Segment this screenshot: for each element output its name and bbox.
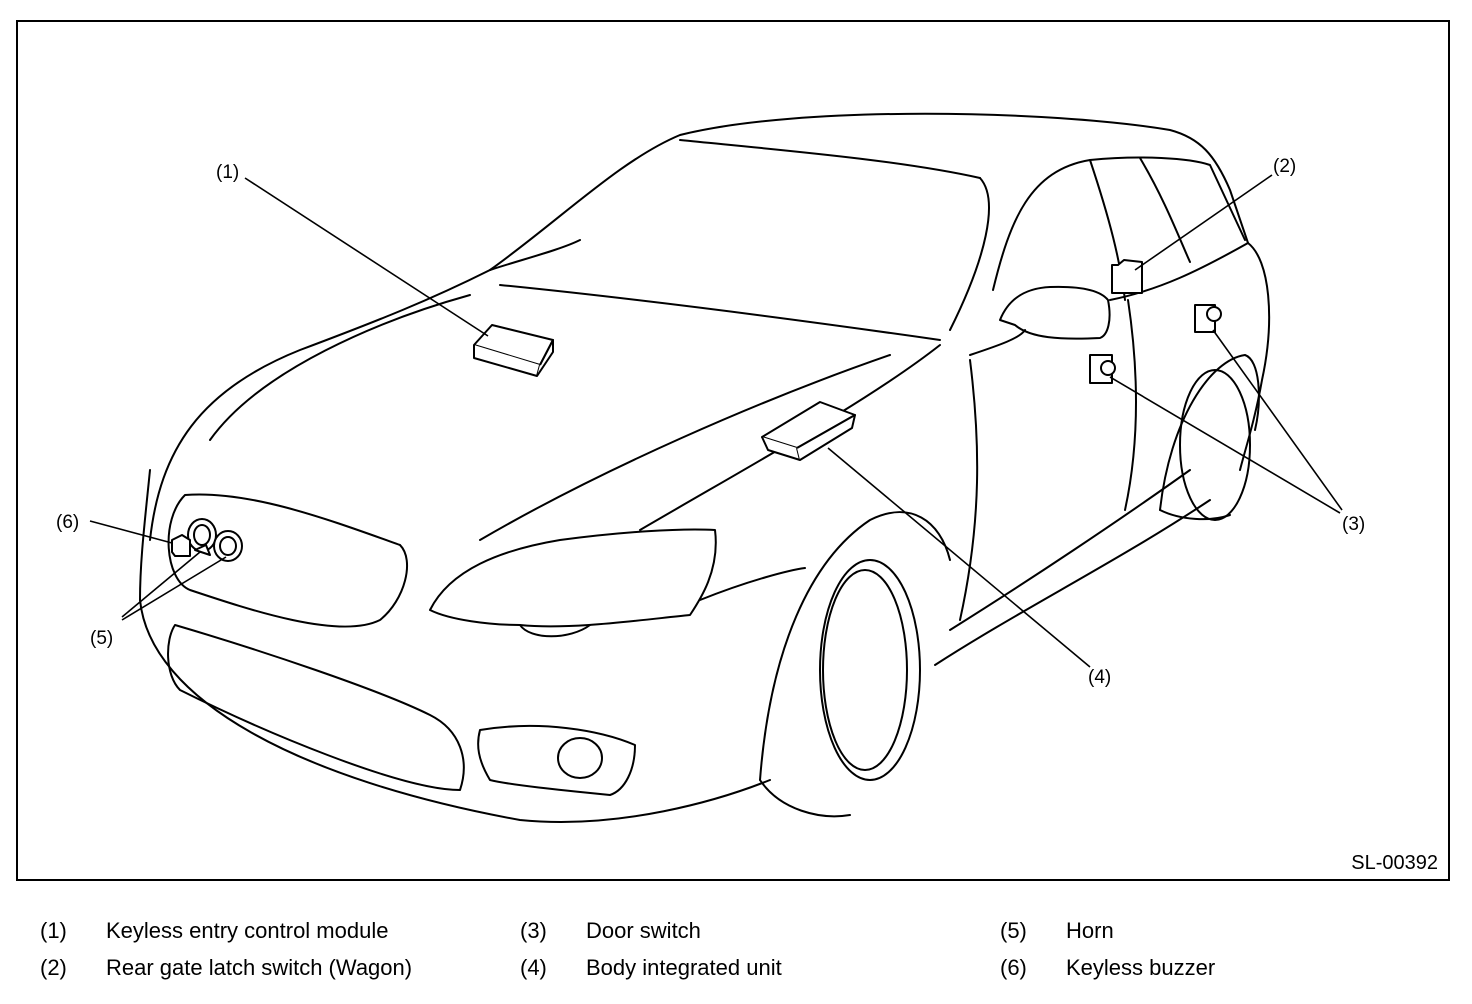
callout-4: (4) [1088, 667, 1111, 688]
callout-2: (2) [1273, 156, 1296, 177]
legend-item: (1) Keyless entry control module [40, 912, 412, 949]
belt-line [1109, 242, 1249, 301]
legend-number: (6) [1000, 955, 1027, 980]
fog-lamp-lens [557, 737, 603, 779]
legend-item: (3) Door switch [520, 912, 782, 949]
front-door-line [959, 359, 979, 621]
rear-tire [1179, 369, 1251, 521]
legend-number: (2) [40, 955, 67, 980]
fender-crease [699, 567, 806, 601]
rear-gate-latch-switch [1111, 259, 1143, 294]
hood-front [149, 269, 491, 541]
figure-code: SL-00392 [1351, 852, 1438, 874]
legend-item: (6) Keyless buzzer [1000, 949, 1215, 986]
legend-number: (5) [1000, 918, 1027, 943]
legend-item: (4) Body integrated unit [520, 949, 782, 986]
roof-line [489, 112, 1249, 271]
callout-1: (1) [216, 162, 239, 183]
legend-item: (2) Rear gate latch switch (Wagon) [40, 949, 412, 986]
callout-labels: (1) (2) (3) (4) (5) (6) [56, 156, 1365, 688]
rear-tire-bottom [1159, 509, 1231, 521]
headlight [429, 528, 717, 628]
hood-crease [209, 294, 471, 441]
horn-2 [213, 530, 243, 562]
callout-6: (6) [56, 512, 79, 533]
windshield-top [679, 139, 981, 179]
legend-number: (3) [520, 918, 547, 943]
leader-lines [89, 174, 1343, 668]
keyless-buzzer [171, 534, 191, 557]
front-rim [822, 569, 908, 771]
body-integrated-unit [761, 401, 856, 461]
legend-label: Body integrated unit [586, 955, 782, 980]
legend-label: Horn [1066, 918, 1114, 943]
sill-bottom [934, 499, 1211, 666]
fog-lamp-housing [477, 725, 636, 796]
legend-label: Keyless buzzer [1066, 955, 1216, 980]
legend-label: Keyless entry control module [106, 918, 389, 943]
front-bumper [139, 599, 771, 823]
body-side [1239, 242, 1271, 471]
components [171, 259, 1222, 562]
mirror [999, 285, 1111, 340]
c-pillar [1139, 157, 1191, 263]
front-wheel-arch [759, 511, 951, 781]
legend-label: Rear gate latch switch (Wagon) [106, 955, 413, 980]
grille-upper [167, 493, 409, 628]
door-switch-front [1089, 354, 1116, 384]
door-switch-rear [1194, 304, 1222, 333]
legend-number: (4) [520, 955, 547, 980]
mirror-stalk [969, 329, 1026, 356]
legend-column-2: (3) Door switch (4) Body integrated unit [520, 912, 782, 986]
windshield-left [489, 239, 581, 271]
legend-column-3: (5) Horn (6) Keyless buzzer [1000, 912, 1215, 986]
front-tire [819, 559, 921, 781]
headlight-lower [519, 624, 591, 638]
bumper-side [139, 469, 151, 601]
horn-1 [187, 518, 217, 556]
legend-column-1: (1) Keyless entry control module (2) Rea… [40, 912, 412, 986]
legend-label: Door switch [586, 918, 701, 943]
callout-5: (5) [90, 628, 113, 649]
legend-item: (5) Horn [1000, 912, 1215, 949]
windshield-right [949, 177, 990, 331]
front-tire-bottom [759, 779, 851, 818]
grille-lower [167, 624, 465, 791]
legend-number: (1) [40, 918, 67, 943]
hood-rear [499, 284, 941, 341]
car-outline [139, 112, 1271, 823]
keyless-control-module [473, 324, 554, 377]
callout-3: (3) [1342, 514, 1365, 535]
rear-door-line [1124, 299, 1137, 511]
hood-right [479, 354, 891, 541]
diagram-frame [16, 20, 1450, 881]
sill-top [949, 469, 1191, 631]
